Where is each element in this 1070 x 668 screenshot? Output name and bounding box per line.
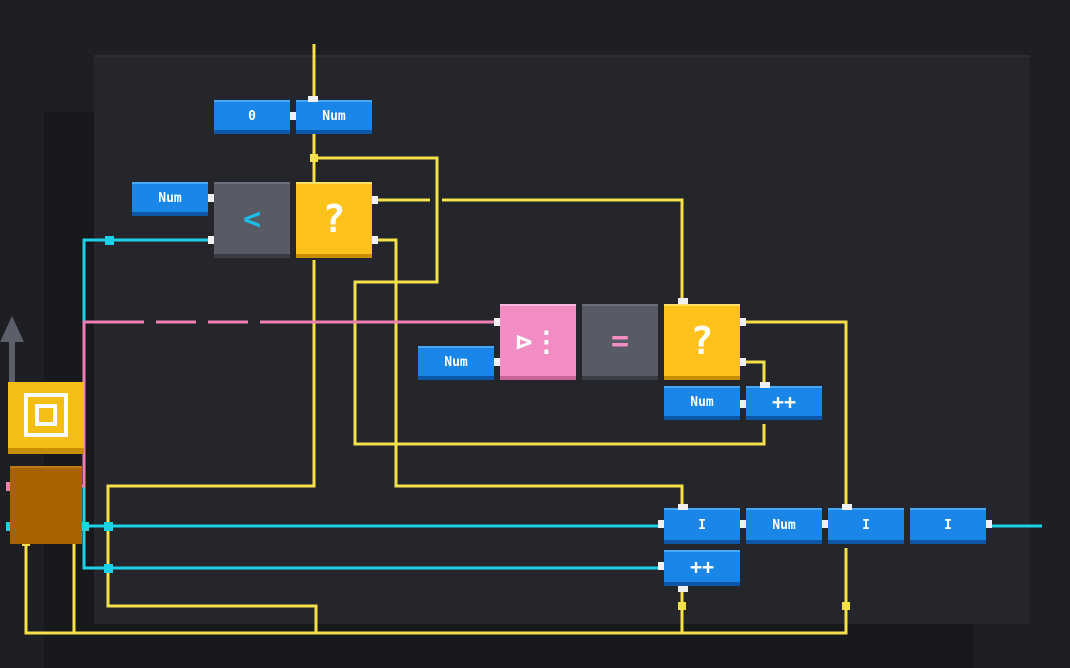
condition-block-top[interactable]: ? xyxy=(296,182,372,258)
port[interactable] xyxy=(372,236,378,244)
list-block-b[interactable]: I xyxy=(828,508,904,544)
port[interactable] xyxy=(208,236,214,244)
list-block-a[interactable]: I xyxy=(664,508,740,544)
output-icon xyxy=(24,393,68,437)
const-zero-label: 0 xyxy=(248,108,256,124)
condition-block-right[interactable]: ? xyxy=(664,304,740,380)
port[interactable] xyxy=(740,400,746,408)
list-b-label: I xyxy=(862,517,870,533)
num-left-block[interactable]: Num xyxy=(132,182,208,216)
less-than-label: < xyxy=(242,201,262,237)
port[interactable] xyxy=(740,358,746,366)
wire-right-cond-inc[interactable] xyxy=(746,360,766,386)
wire-cyan-less[interactable] xyxy=(82,238,664,570)
port[interactable] xyxy=(740,318,746,326)
port[interactable] xyxy=(740,520,746,528)
num-bottom-block[interactable]: Num xyxy=(746,508,822,544)
list-a-label: I xyxy=(698,517,706,533)
select-block[interactable]: ⊳⋮ xyxy=(500,304,576,380)
list-block-c[interactable]: I xyxy=(910,508,986,544)
port[interactable] xyxy=(494,358,500,366)
port[interactable] xyxy=(372,196,378,204)
port[interactable] xyxy=(678,298,688,304)
num-bottom-label: Num xyxy=(772,517,796,533)
wire-cond-to-cond[interactable] xyxy=(378,198,684,302)
increment-right-block[interactable]: ++ xyxy=(746,386,822,420)
wire-cond-bottom[interactable] xyxy=(106,260,318,633)
increment-right-label: ++ xyxy=(771,390,797,414)
bottom-shadow-panel xyxy=(94,622,974,668)
port[interactable] xyxy=(822,520,828,528)
wire-bottom-return[interactable] xyxy=(24,470,848,635)
num-mid-block[interactable]: Num xyxy=(418,346,494,380)
list-c-label: I xyxy=(944,517,952,533)
port[interactable] xyxy=(678,504,688,510)
output-base xyxy=(10,466,82,544)
output-block[interactable] xyxy=(8,382,84,454)
num-top-block[interactable]: Num xyxy=(296,100,372,134)
num-under-cond-block[interactable]: Num xyxy=(664,386,740,420)
num-under-cond-label: Num xyxy=(690,394,714,410)
num-left-label: Num xyxy=(158,190,182,206)
up-arrow-icon xyxy=(0,316,24,384)
port[interactable] xyxy=(842,504,852,510)
port[interactable] xyxy=(308,96,318,102)
port[interactable] xyxy=(986,520,992,528)
num-top-label: Num xyxy=(322,108,346,124)
wire-cond-down[interactable] xyxy=(378,238,684,508)
condition-right-label: ? xyxy=(690,319,714,363)
condition-top-label: ? xyxy=(322,197,346,241)
less-than-block[interactable]: < xyxy=(214,182,290,258)
wire-loop-right[interactable] xyxy=(314,156,766,446)
const-zero-block[interactable]: 0 xyxy=(214,100,290,134)
equals-block[interactable]: = xyxy=(582,304,658,380)
num-mid-label: Num xyxy=(444,354,468,370)
equals-label: = xyxy=(610,323,630,359)
port[interactable] xyxy=(208,194,214,202)
port[interactable] xyxy=(658,562,664,570)
port[interactable] xyxy=(494,318,500,326)
port[interactable] xyxy=(760,382,770,388)
increment-bottom-label: ++ xyxy=(689,555,715,579)
port[interactable] xyxy=(290,112,296,120)
port[interactable] xyxy=(658,520,664,528)
port[interactable] xyxy=(678,586,688,592)
increment-bottom-block[interactable]: ++ xyxy=(664,550,740,586)
wire-right-cond-out[interactable] xyxy=(746,320,848,508)
select-label: ⊳⋮ xyxy=(515,324,561,358)
yellow-wires xyxy=(24,44,848,635)
